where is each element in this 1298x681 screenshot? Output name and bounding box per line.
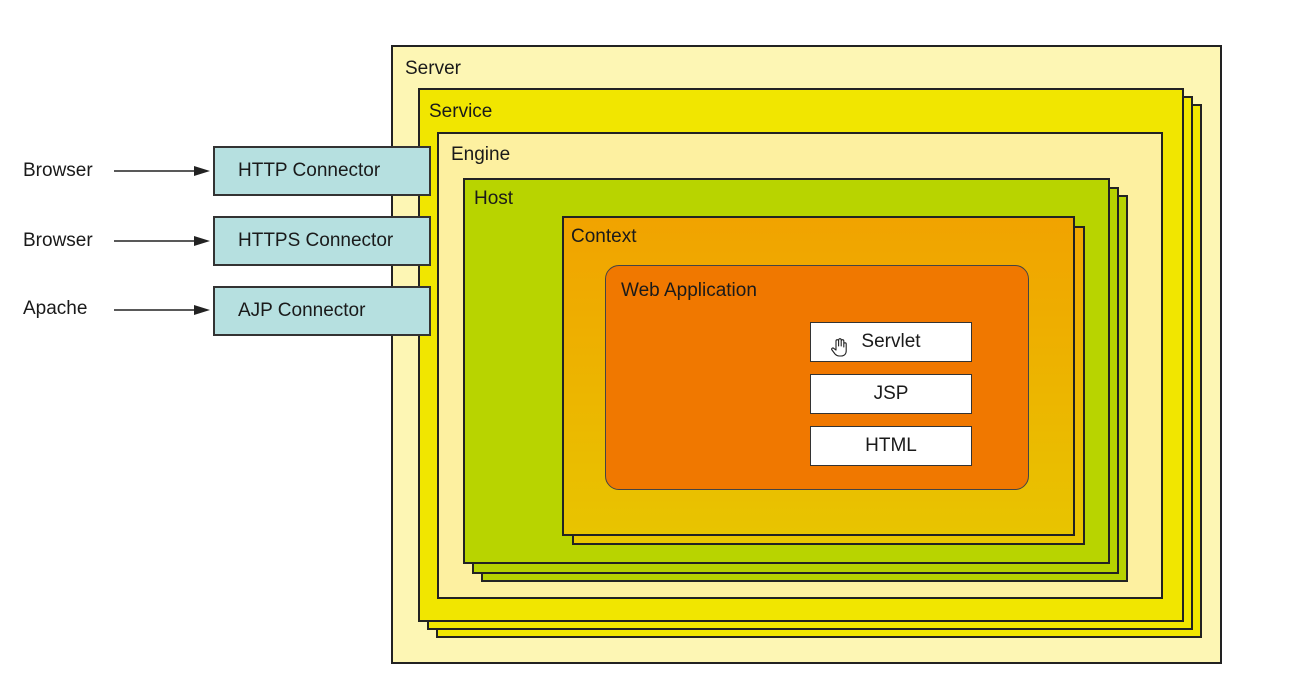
http-connector-box: HTTP Connector	[213, 146, 431, 196]
apache-source-label: Apache	[23, 298, 88, 319]
arrow-right-icon	[114, 166, 210, 176]
context-label: Context	[571, 226, 637, 247]
arrow-right-icon	[114, 236, 210, 246]
web-application-label: Web Application	[621, 280, 757, 301]
https-connector-box: HTTPS Connector	[213, 216, 431, 266]
jsp-box: JSP	[810, 374, 972, 414]
arrow-right-icon	[114, 305, 210, 315]
host-label: Host	[474, 188, 514, 209]
browser-source-label: Browser	[23, 230, 93, 251]
html-box: HTML	[810, 426, 972, 466]
server-label: Server	[405, 58, 461, 79]
hand-pointer-icon	[831, 338, 847, 357]
service-label: Service	[429, 101, 493, 122]
ajp-connector-box: AJP Connector	[213, 286, 431, 336]
engine-label: Engine	[451, 144, 511, 165]
browser-source-label: Browser	[23, 160, 93, 181]
